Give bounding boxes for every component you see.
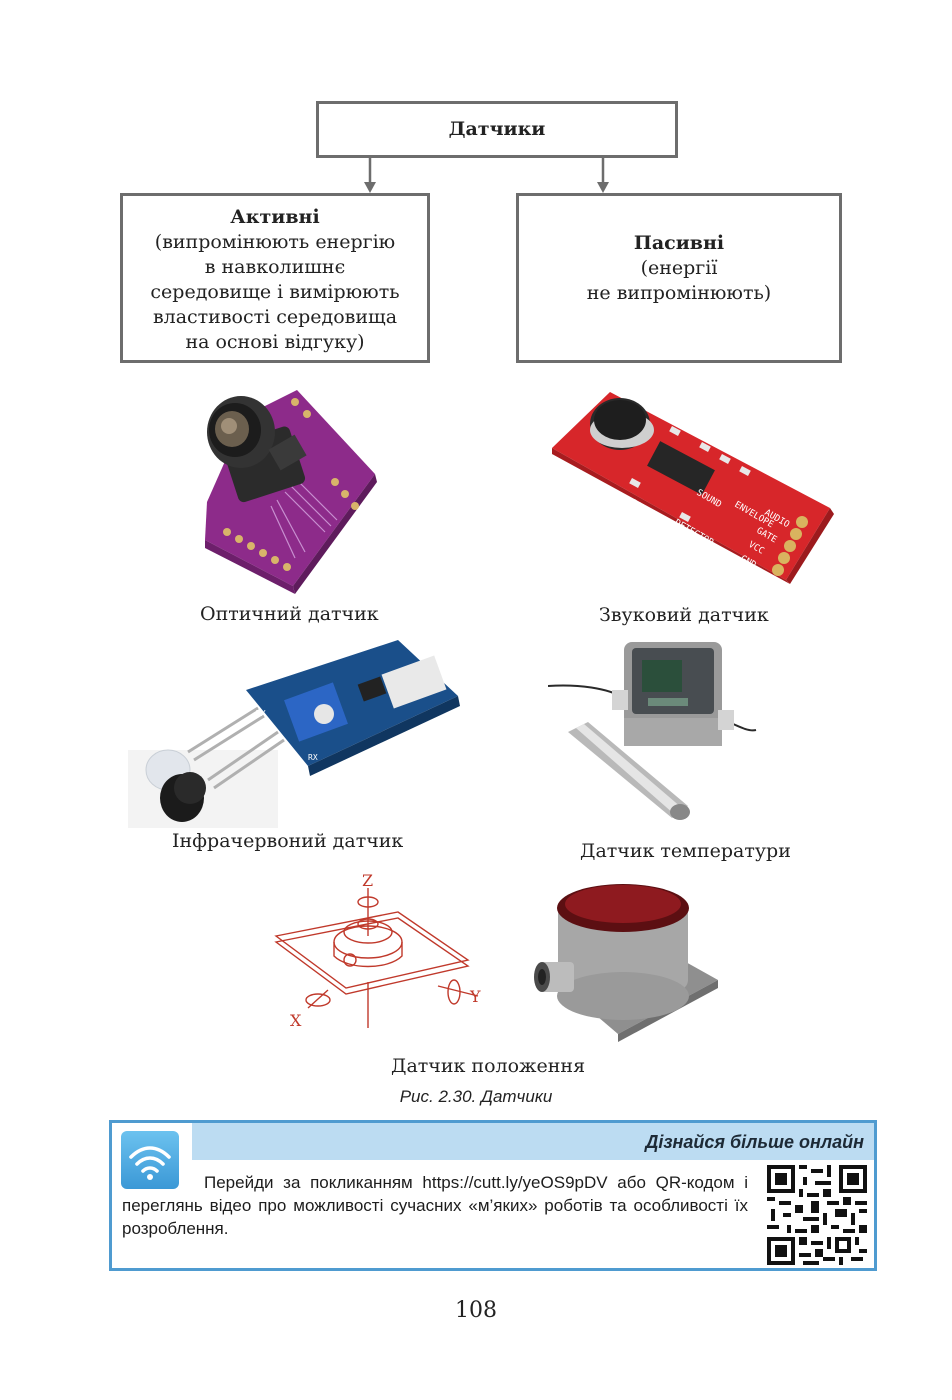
- infrared-sensor-image: TX RX: [128, 640, 460, 828]
- rx-label: RX: [308, 753, 318, 762]
- tx-label: TX: [256, 709, 266, 718]
- active-line: в навколишнє: [204, 256, 346, 278]
- position-axes-diagram: Z Y X: [274, 872, 481, 1030]
- page-number: 108: [455, 1298, 497, 1323]
- active-line: (випромінюють енергію: [154, 231, 396, 253]
- diagram-connectors: [364, 158, 609, 193]
- temperature-sensor-image: [548, 642, 757, 820]
- temperature-sensor-caption: Датчик температури: [580, 840, 791, 862]
- passive-line: не випромінюють): [586, 282, 772, 304]
- wifi-icon: [121, 1131, 179, 1189]
- position-sensor-image: [534, 884, 718, 1042]
- passive-sensors-box: Пасивні (енергії не випромінюють): [516, 193, 842, 363]
- z-axis-label: Z: [362, 872, 373, 890]
- optical-sensor-caption: Оптичний датчик: [200, 603, 379, 625]
- passive-line: (енергії: [640, 257, 718, 279]
- online-text-line1: Перейди за покликанням https://cutt.ly/y…: [204, 1173, 646, 1192]
- active-line: на основі відгуку): [185, 331, 365, 353]
- position-sensor-caption: Датчик положення: [391, 1055, 586, 1077]
- qr-code[interactable]: [767, 1165, 867, 1265]
- infrared-sensor-caption: Інфрачервоний датчик: [172, 830, 404, 852]
- y-axis-label: Y: [469, 987, 481, 1006]
- learn-more-online-box: Дізнайся більше онлайн Перейди за поклик…: [109, 1120, 877, 1271]
- active-sensors-box: Активні (випромінюють енергію в навколиш…: [120, 193, 430, 363]
- active-title: Активні: [230, 206, 320, 228]
- sound-sensor-image: SOUND DETECTOR SOUND ENVELOPE AUDIO GATE…: [552, 392, 834, 584]
- passive-title: Пасивні: [633, 232, 725, 254]
- diagram-root-box: Датчики: [316, 101, 678, 158]
- active-line: середовище і вимірюють: [150, 281, 400, 303]
- x-axis-label: X: [290, 1011, 302, 1030]
- root-title: Датчики: [448, 118, 546, 140]
- online-text-rest: QR-кодом і переглянь відео про можливост…: [122, 1173, 748, 1238]
- optical-sensor-image: [205, 390, 377, 594]
- online-text: Перейди за покликанням https://cutt.ly/y…: [122, 1171, 748, 1240]
- sound-sensor-caption: Звуковий датчик: [599, 604, 769, 626]
- figure-caption: Рис. 2.30. Датчики: [399, 1087, 553, 1106]
- active-line: властивості середовища: [152, 306, 398, 328]
- online-heading: Дізнайся більше онлайн: [192, 1123, 874, 1160]
